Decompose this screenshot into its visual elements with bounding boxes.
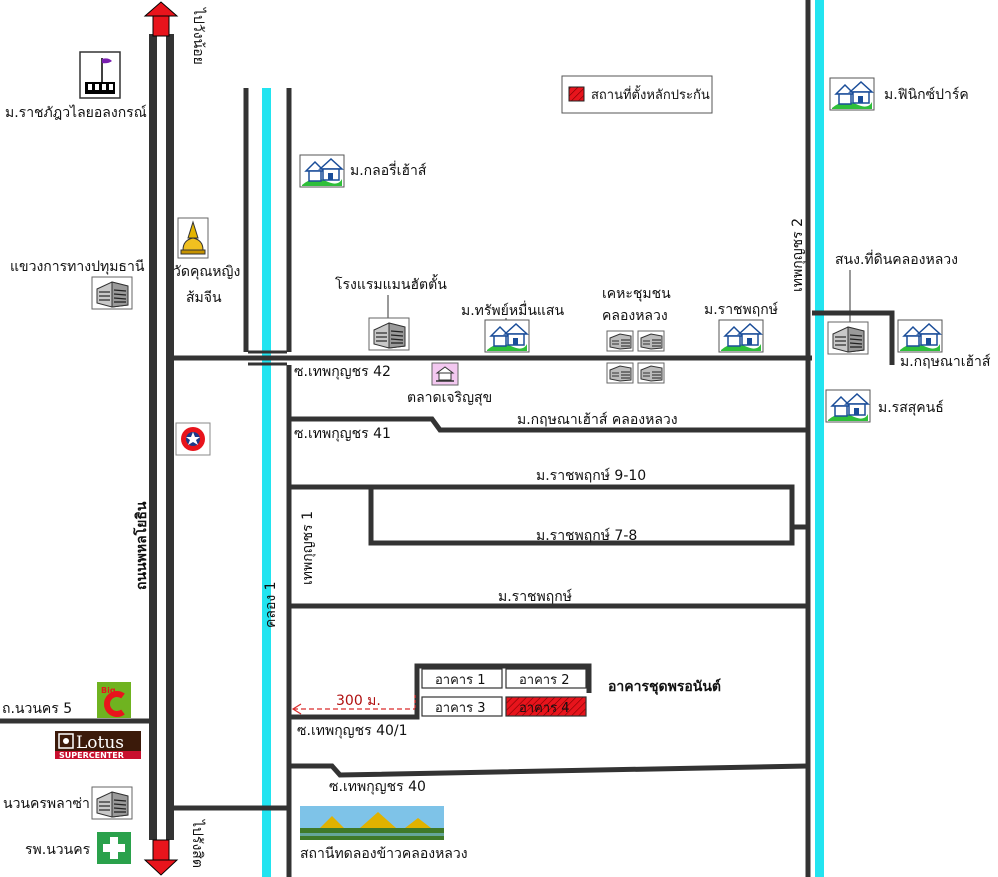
community-label-line1: เคหะชุมชน	[602, 286, 671, 302]
building-3	[421, 696, 503, 717]
thepkunchon2-label: เทพกุญชร 2	[790, 218, 806, 292]
highway-dept-label: แขวงการทางปทุมธานี	[10, 259, 145, 275]
land-office-label: สนง.ที่ดินคลองหลวง	[835, 250, 958, 268]
phoenix-park-label: ม.ฟินิกซ์ปาร์ค	[884, 86, 969, 103]
land-office-icon	[827, 321, 869, 355]
kritsana-house-icon	[897, 319, 943, 353]
rachaphruek-top-label: ม.ราชพฤกษ์	[704, 301, 778, 318]
building-1	[421, 668, 503, 689]
rice-station-image	[300, 806, 444, 840]
kritsana-khlong-label: ม.กฤษณาเฮ้าส์ คลองหลวง	[517, 411, 678, 428]
highway-dept-icon	[91, 276, 133, 310]
soi42-label: ซ.เทพกุญชร 42	[294, 364, 391, 380]
building-2	[505, 668, 587, 689]
rotsukon-label: ม.รสสุคนธ์	[878, 399, 944, 416]
wat-label-line2: ส้มจีน	[186, 290, 222, 306]
legend: สถานที่ตั้งหลักประกัน	[561, 75, 713, 114]
temple-icon	[177, 217, 209, 259]
rajabhat-icon	[79, 51, 121, 99]
bigc-logo: Big	[97, 682, 131, 718]
building-4-label: อาคาร 4	[519, 701, 570, 716]
canal-2	[815, 0, 824, 877]
highway-phahonyothin	[149, 0, 174, 877]
hospital-label: รพ.นวนคร	[25, 842, 91, 858]
lotus-logo: Lotus SUPERCENTER	[55, 731, 141, 760]
bridge	[248, 350, 287, 366]
building-1-label: อาคาร 1	[435, 673, 486, 688]
rice-station-label: สถานีทดลองข้าวคลองหลวง	[300, 846, 468, 862]
building-3-label: อาคาร 3	[435, 701, 486, 716]
north-arrow	[143, 0, 179, 37]
soi41-label: ซ.เทพกุญชร 41	[294, 426, 391, 442]
svg-text:Big: Big	[101, 686, 116, 695]
rachaphruek9-10-label: ม.ราชพฤกษ์ 9-10	[536, 467, 646, 484]
wat-label-line1: วัดคุณหญิง	[173, 264, 240, 280]
hotel-icon	[368, 317, 410, 351]
south-arrow	[143, 839, 179, 877]
distance-label: 300 ม.	[336, 693, 381, 709]
rachaphruek-label: ม.ราชพฤกษ์	[498, 588, 572, 605]
highway-label: ถนนพหลโยธิน	[132, 501, 150, 590]
nawanakorn5-label: ถ.นวนคร 5	[2, 701, 72, 717]
sap-muen-saen-label: ม.ทรัพย์หมื่นแสน	[461, 301, 564, 319]
building-complex: อาคาร 1 อาคาร 2 อาคาร 3 อาคาร 4	[421, 668, 587, 717]
kritsana-house-label: ม.กฤษณาเฮ้าส์	[900, 353, 991, 370]
community-icon-1	[606, 330, 634, 352]
complex-label: อาคารชุดพรอนันต์	[608, 678, 721, 695]
north-direction-label: ไปวังน้อย	[190, 7, 207, 65]
south-direction-label: ไปรังสิต	[189, 819, 206, 868]
hotel-label: โรงแรมแมนฮัตตั้น	[335, 274, 447, 293]
community-icon-3	[606, 362, 634, 384]
community-icon-2	[637, 330, 665, 352]
sap-muen-saen-icon	[484, 319, 530, 353]
community-icon-4	[637, 362, 665, 384]
nawanakorn-plaza-icon	[91, 786, 133, 820]
glory-house-icon	[299, 154, 345, 188]
nawanakorn-plaza-label: นวนครพลาซ่า	[3, 796, 90, 812]
market-icon	[431, 362, 459, 386]
soi40-label: ซ.เทพกุญชร 40	[329, 779, 426, 795]
distance-marker: 300 ม.	[291, 693, 416, 715]
soi40-1-label: ซ.เทพกุญชร 40/1	[297, 723, 408, 739]
legend-label: สถานที่ตั้งหลักประกัน	[591, 85, 710, 103]
lotus-sub: SUPERCENTER	[59, 751, 124, 760]
canal-1	[262, 88, 271, 877]
rachaphruek7-8-label: ม.ราชพฤกษ์ 7-8	[536, 527, 637, 544]
rajabhat-label: ม.ราชภัฎวไลยอลงกรณ์	[5, 104, 147, 121]
road-network	[0, 0, 895, 877]
lotus-name: Lotus	[76, 733, 124, 753]
rotsukon-icon	[825, 389, 871, 423]
market-label: ตลาดเจริญสุข	[407, 390, 492, 406]
community-label-line2: คลองหลวง	[602, 308, 668, 324]
canal1-label: คลอง 1	[263, 581, 279, 628]
gas-station-icon	[175, 422, 211, 456]
thepkunchon1-label: เทพกุญชร 1	[300, 511, 316, 585]
building-4	[505, 696, 587, 717]
building-2-label: อาคาร 2	[519, 673, 570, 688]
phoenix-park-icon	[829, 77, 875, 111]
glory-house-label: ม.กลอรี่เฮ้าส์	[350, 161, 427, 179]
rachaphruek-top-icon	[718, 319, 764, 353]
legend-swatch	[568, 86, 585, 102]
hospital-icon	[97, 832, 131, 864]
